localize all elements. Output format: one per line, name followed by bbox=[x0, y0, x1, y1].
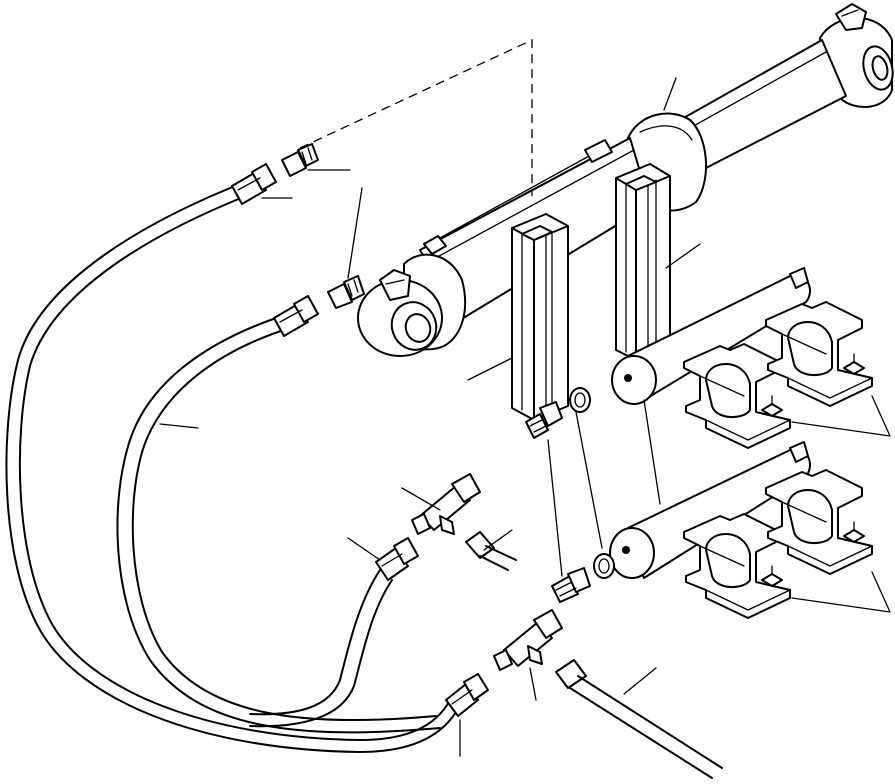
hose-outer bbox=[5, 183, 463, 753]
cross-tube-lower bbox=[609, 441, 811, 579]
adapter-fitting bbox=[281, 143, 319, 177]
hose-lower bbox=[249, 569, 393, 728]
hose-inner bbox=[116, 315, 441, 734]
hose-end-fitting bbox=[445, 673, 489, 717]
cylinder-base-eye bbox=[357, 235, 467, 357]
adapter-fitting bbox=[525, 401, 563, 439]
leader-lines bbox=[159, 77, 891, 757]
pipe-clamp bbox=[765, 301, 873, 407]
adapter-fitting bbox=[551, 567, 591, 603]
tube-line bbox=[555, 659, 723, 779]
hydraulic-cylinder bbox=[357, 3, 894, 357]
hose-end-fitting bbox=[231, 163, 277, 205]
adapter-fitting bbox=[327, 275, 365, 309]
dashed-leader bbox=[299, 38, 533, 196]
cross-tube-upper bbox=[611, 267, 811, 405]
hose-end-fitting bbox=[273, 295, 319, 337]
hose-end-fitting bbox=[375, 537, 419, 581]
o-ring bbox=[593, 553, 615, 579]
o-ring bbox=[569, 387, 591, 413]
tee-fitting bbox=[411, 473, 481, 535]
pipe-clamp bbox=[765, 469, 873, 575]
tee-fitting bbox=[493, 609, 563, 671]
upright-channel-right bbox=[615, 163, 671, 361]
adapter-fitting bbox=[465, 531, 517, 571]
upright-channel-left bbox=[511, 213, 569, 421]
pipe-clamp bbox=[683, 343, 791, 449]
